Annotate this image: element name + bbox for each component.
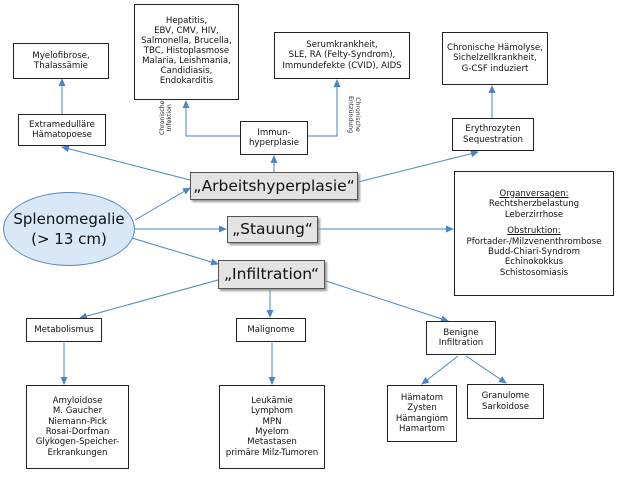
- edge-splenomegalie-arbeitshyperplasie: [134, 187, 191, 221]
- node-stauung-details: Organversagen: Rechtsherzbelastung Leber…: [454, 171, 614, 296]
- edge-benigne-list-b: [465, 355, 507, 384]
- label-chronische-entzuendung: Chronische Entzündung: [347, 96, 361, 134]
- node-malignome-list: Leukämie Lymphom MPN Myelom Metastasen p…: [219, 385, 325, 469]
- category-arbeitshyperplasie: „Arbeitshyperplasie“: [190, 172, 358, 200]
- node-immunhyperplasie: Immun- hyperplasie: [240, 121, 308, 155]
- node-benigne-list-b: Granulome Sarkoidose: [467, 384, 544, 419]
- node-malignome: Malignome: [236, 318, 306, 342]
- splenomegalie-title: Splenomegalie: [13, 209, 125, 228]
- node-erythrozyten: Erythrozyten Sequestration: [452, 118, 534, 151]
- category-stauung: „Stauung“: [227, 216, 318, 243]
- edge-immun-entzuendung: [308, 79, 341, 137]
- edge-arbeit-extramedullaer: [61, 145, 191, 181]
- node-extramedullaer: Extramedulläre Hämatopoese: [18, 114, 106, 146]
- splenomegalie-node: Splenomegalie (> 13 cm): [3, 192, 135, 266]
- edge-splenomegalie-infiltration: [131, 237, 219, 266]
- edge-benigne-list-a: [421, 355, 459, 385]
- node-benigne-list-a: Hämatom Zysten Hämangiom Hamartom: [387, 385, 457, 442]
- node-infektionen: Hepatitis, EBV, CMV, HIV, Salmonella, Br…: [134, 4, 239, 100]
- label-chronische-infektion: Chronische Infektion: [159, 100, 173, 135]
- edge-infiltration-metabolismus: [79, 279, 219, 320]
- organversagen-title: Organversagen:: [499, 188, 569, 199]
- node-myelofibrose: Myelofibrose, Thalassämie: [13, 43, 109, 79]
- node-entzuendung: Serumkrankheit, SLE, RA (Felty-Syndrom),…: [274, 32, 410, 79]
- category-infiltration: „Infiltration“: [218, 260, 325, 289]
- node-metabolismus-list: Amyloidose M. Gaucher Niemann-Pick Rosai…: [26, 385, 129, 469]
- node-haemolyse: Chronische Hämolyse, Sichelzellkrankheit…: [442, 32, 548, 85]
- edge-infiltration-benigne: [325, 280, 449, 323]
- node-benigne: Benigne Infiltration: [426, 321, 496, 355]
- edge-immun-infektionen: [182, 100, 240, 137]
- splenomegalie-size: (> 13 cm): [31, 230, 107, 248]
- obstruktion-title: Obstruktion:: [507, 226, 561, 237]
- edge-arbeit-erythrozyten: [357, 150, 479, 183]
- node-metabolismus: Metabolismus: [26, 318, 102, 342]
